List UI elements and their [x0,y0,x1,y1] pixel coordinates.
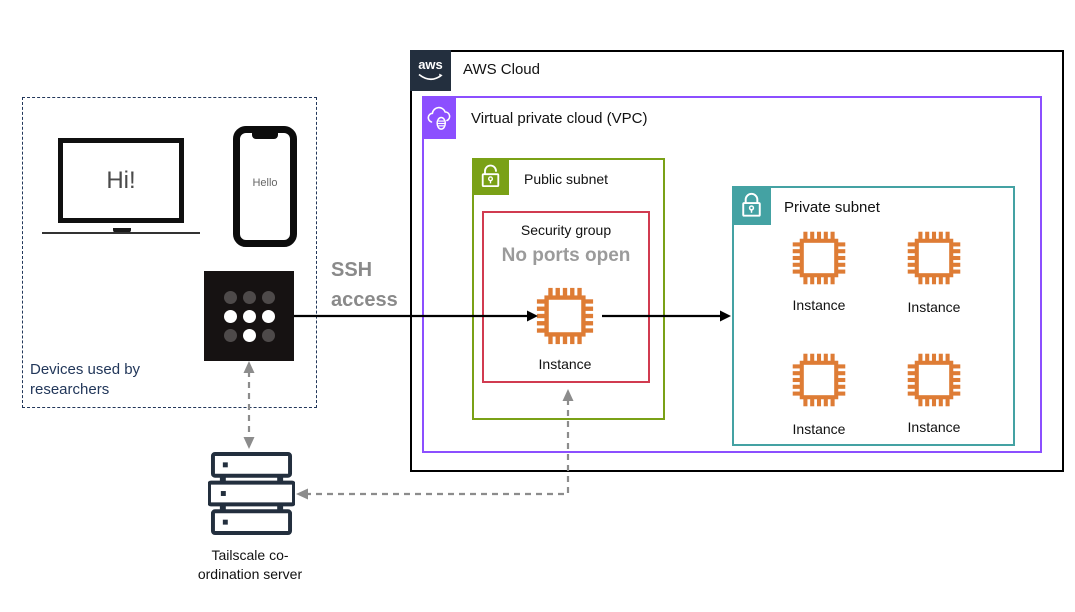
server-dashed-left-arrow-head [296,488,308,500]
instance-label: Instance [907,299,961,315]
tailscale-server-label: Tailscale co-ordination server [197,547,303,582]
laptop-screen-text: Hi! [106,166,136,194]
ssh-access-label: SSH access [331,259,398,311]
phone-notch [252,132,278,139]
laptop-base-line [42,232,200,234]
server-stack-icon [208,452,295,535]
logo-server-down-arrow-head [243,437,255,449]
instance-label: Instance [792,297,846,313]
aws-cloud-label: AWS Cloud [463,61,540,78]
laptop-stand-icon [113,228,131,233]
instance-label: Instance [538,356,592,372]
tailscale-logo-icon [204,271,294,361]
security-group-status: No ports open [501,245,631,266]
instance-chip-icon [790,229,848,287]
instance-chip-icon [905,229,963,287]
private-subnet-box [732,186,1015,446]
laptop-icon: Hi! [58,138,184,223]
public-subnet-open-lock-icon [472,158,509,195]
instance-chip-icon [905,351,963,409]
devices-group-box [22,97,317,408]
phone-icon: Hello [233,126,297,247]
aws-logo-icon: aws [410,50,451,91]
instance-chip-icon [534,285,596,347]
private-subnet-lock-icon [732,186,771,225]
devices-group-label: Devices used by researchers [30,361,141,398]
vpc-icon [422,96,456,139]
aws-cloud-box [410,50,1064,472]
vpc-label: Virtual private cloud (VPC) [471,110,648,127]
public-subnet-label: Public subnet [524,171,609,187]
instance-label: Instance [907,419,961,435]
vpc-box [422,96,1042,453]
instance-label: Instance [792,421,846,437]
security-group-box [482,211,650,383]
private-subnet-label: Private subnet [784,199,880,216]
instance-chip-icon [790,351,848,409]
security-group-label: Security group [520,222,612,238]
aws-logo-text: aws [418,57,443,72]
phone-screen-text: Hello [252,177,278,189]
